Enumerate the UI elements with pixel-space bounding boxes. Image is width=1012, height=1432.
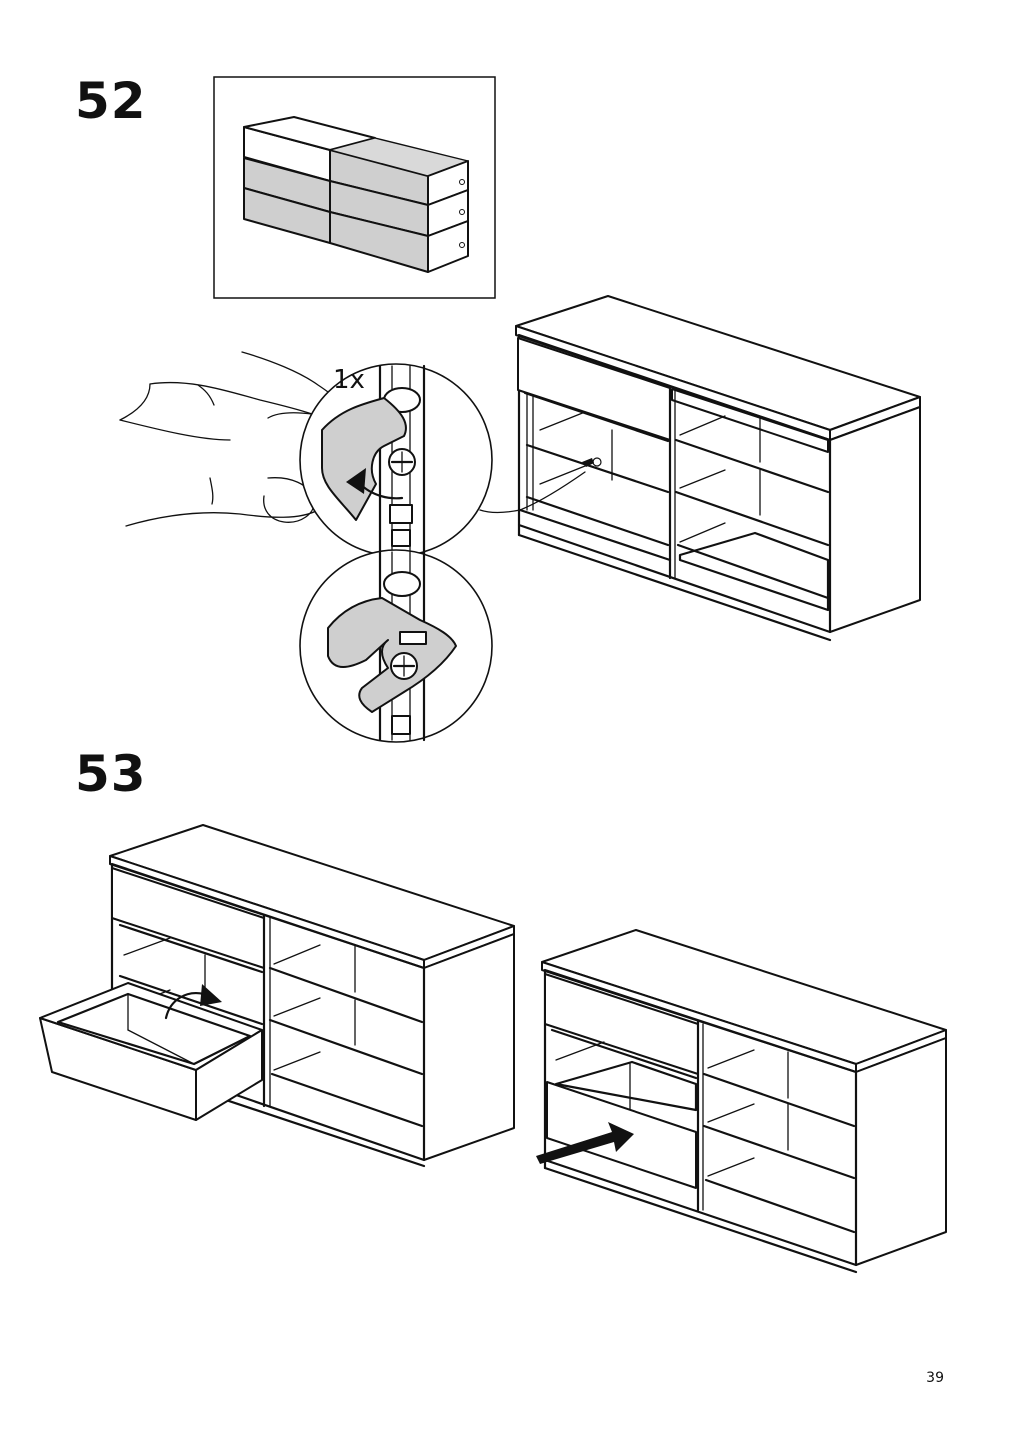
step-52-number: 52: [75, 72, 147, 130]
step-53-number: 53: [75, 745, 147, 803]
drawer-stop-latch-icon: [299, 363, 493, 557]
drawer-stop-latch-open-icon: [299, 549, 493, 743]
dresser-drawer-open-icon: [39, 824, 515, 1168]
dresser-drawer-closing-icon: [536, 929, 947, 1274]
rotate-arrow-icon: [164, 992, 206, 1020]
quantity-label: 1x: [333, 365, 365, 395]
dresser-icon: [479, 295, 921, 642]
push-arrow-icon: [536, 1122, 634, 1164]
page-number: 39: [926, 1370, 944, 1386]
drawer-stack-icon: [213, 76, 496, 299]
